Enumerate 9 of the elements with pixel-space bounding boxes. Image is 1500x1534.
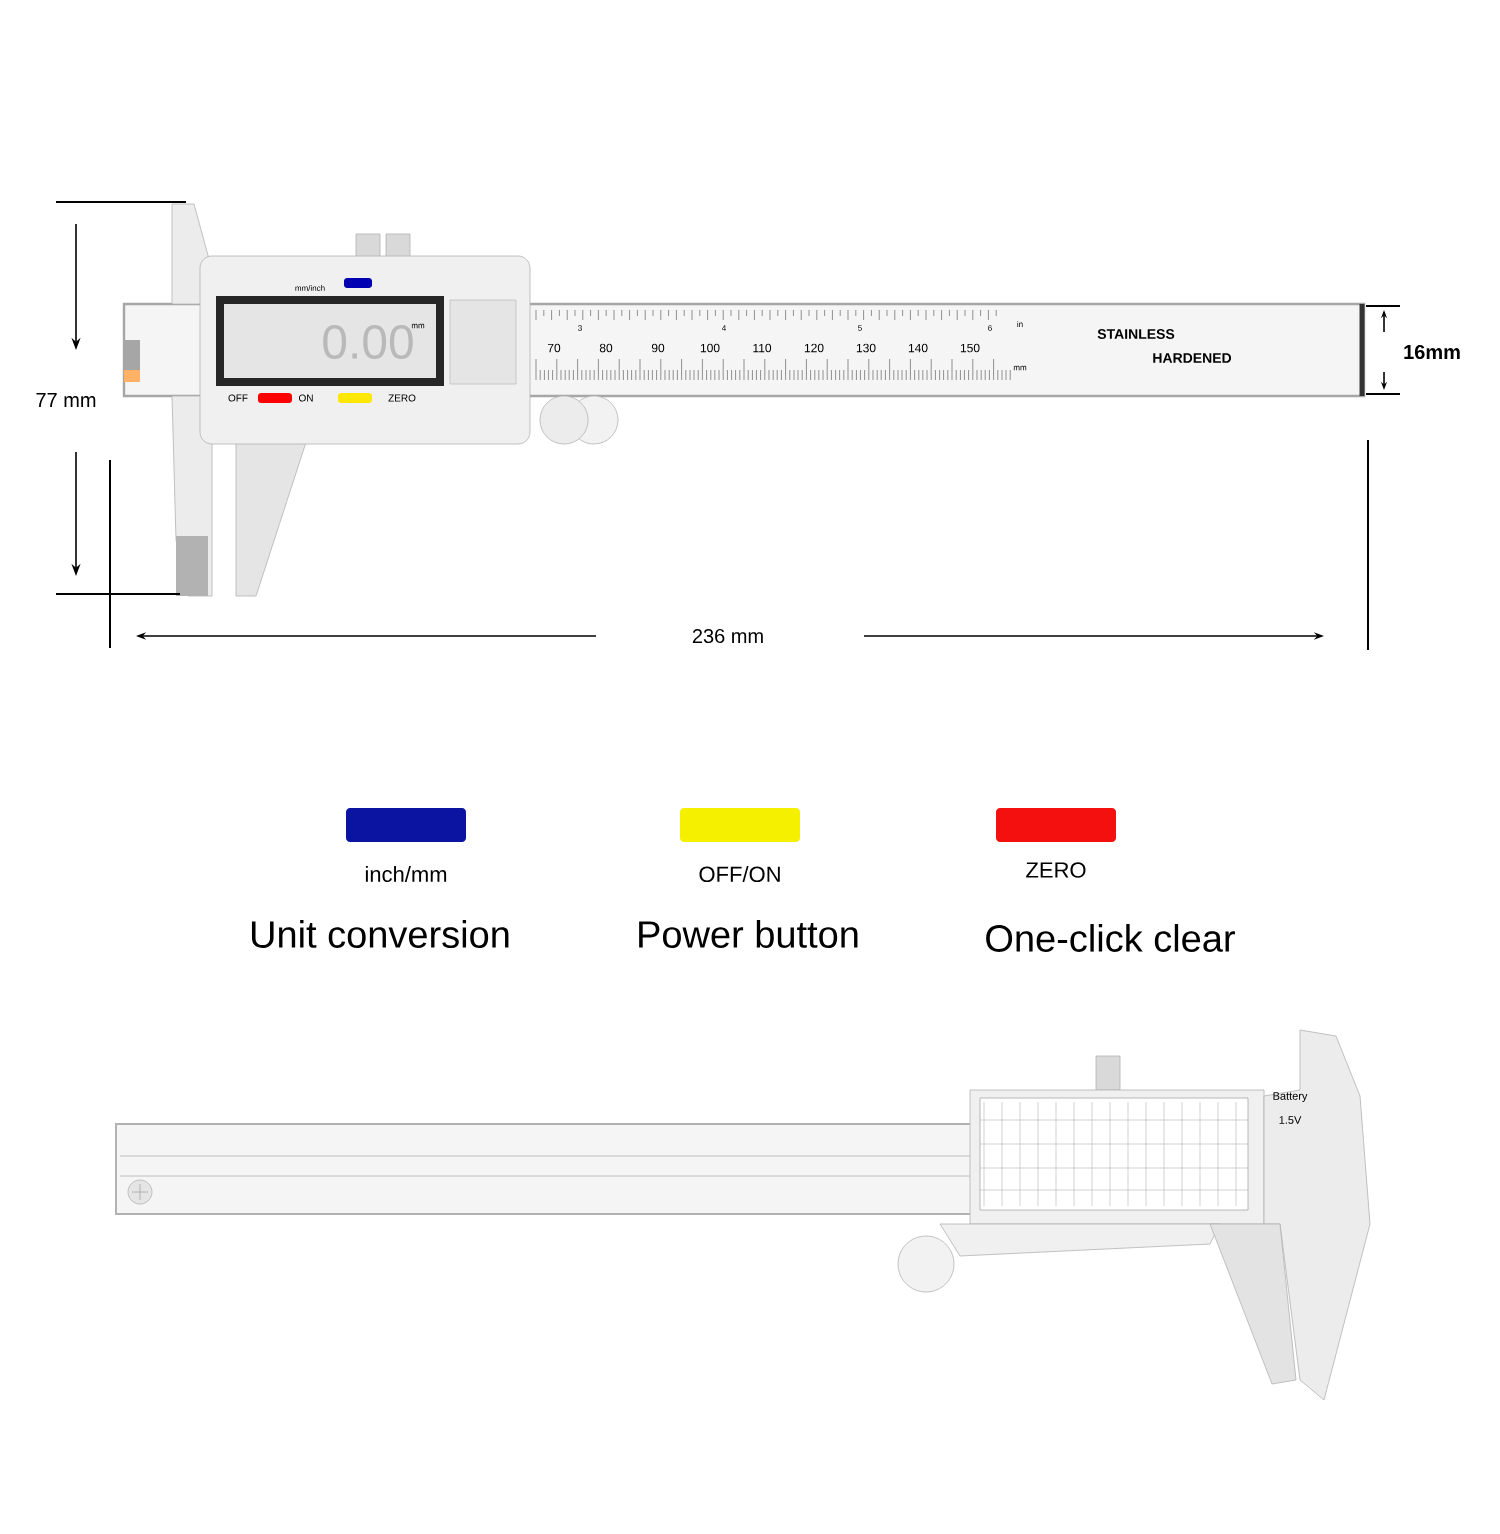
dimension-label: 236 mm [692,628,763,644]
feature-caption: Unit conversion [251,920,509,948]
feature-caption: One-click clear [986,924,1235,952]
legend-label: OFF/ON [699,865,780,883]
legend-label: ZERO [1026,862,1086,878]
dimension-label: 16mm [1404,344,1460,360]
legend-label: inch/mm [365,865,447,883]
dimension-label: 77 mm [36,393,96,407]
feature-caption: Power button [639,920,858,948]
